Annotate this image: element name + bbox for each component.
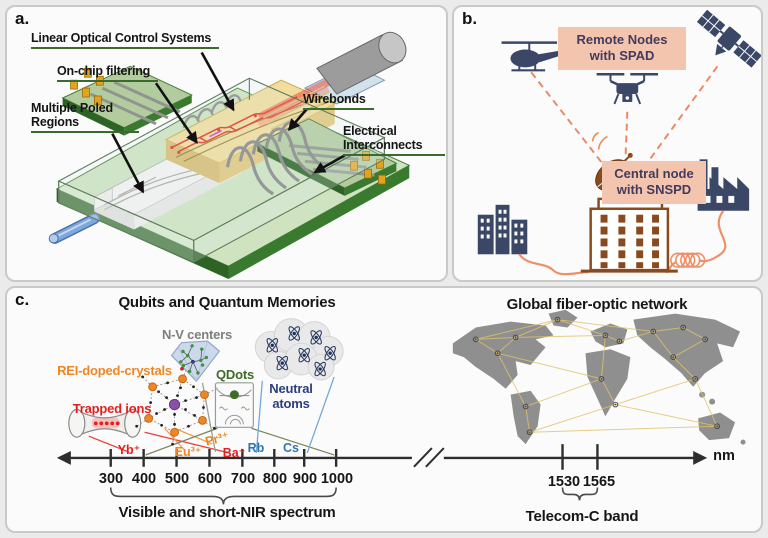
tick-300: 300	[98, 471, 124, 487]
visible-band-brace	[109, 487, 337, 505]
trapped-ions-label: Trapped ions	[72, 401, 152, 416]
atom-glyphs	[266, 326, 336, 377]
panel-c: c. Qubits and Quantum Memories Global fi…	[5, 286, 763, 533]
input-fiber	[48, 213, 100, 244]
tick-800: 800	[262, 471, 288, 487]
ion-ba-label: Ba⁺	[222, 446, 246, 460]
annotation-multiple-poled-regions: Multiple Poled Regions	[31, 101, 139, 133]
glass-enclosure	[57, 77, 386, 264]
annotation-electrical-interconnects: Electrical Interconnects	[343, 124, 445, 156]
world-map	[452, 309, 746, 445]
network-nodes	[472, 316, 721, 436]
annotation-on-chip-filtering: On-chip filtering	[57, 64, 159, 82]
ion-rb-label: Rb	[247, 441, 265, 455]
satellite-icon	[696, 9, 761, 68]
tick-400: 400	[131, 471, 157, 487]
annotation-wirebonds: Wirebonds	[303, 92, 374, 110]
tick-700: 700	[230, 471, 256, 487]
tick-900: 900	[292, 471, 318, 487]
panel-a-label: a.	[15, 9, 30, 28]
tick-1530: 1530	[547, 474, 581, 490]
panel-a: a.	[5, 5, 448, 282]
qdot-device-icon	[214, 382, 254, 428]
panel-b: b.	[452, 5, 763, 282]
ion-eu-label: Eu³⁺	[174, 445, 202, 459]
qubits-title: Qubits and Quantum Memories	[118, 294, 336, 311]
fiber-network-title: Global fiber-optic network	[506, 296, 688, 313]
ion-trap-icon	[68, 408, 142, 438]
axis-break	[413, 447, 445, 468]
ion-yb-label: Yb⁺	[117, 443, 141, 457]
tick-1000: 1000	[320, 471, 354, 487]
panel-b-label: b.	[462, 9, 478, 28]
annotation-arrows	[111, 51, 346, 194]
axis-unit-label: nm	[713, 448, 735, 464]
wavelength-axis	[56, 444, 708, 505]
wirebonds	[225, 120, 326, 196]
qdots-label: QDots	[215, 367, 254, 382]
tick-500: 500	[164, 471, 190, 487]
network-scene	[477, 9, 761, 276]
panel-c-label: c.	[15, 290, 30, 309]
telecom-band-label: Telecom-C band	[525, 508, 639, 525]
tick-1565: 1565	[582, 474, 616, 490]
pcb-wing-top-left	[61, 65, 193, 136]
spectrum-diagram	[56, 309, 746, 505]
telecom-band-brace	[561, 487, 599, 501]
central-node-label: Central node with SNSPD	[602, 161, 706, 204]
photonic-chip-illustration	[48, 31, 411, 280]
city-buildings-icon	[477, 204, 528, 255]
fiber-ferrule	[257, 31, 407, 131]
drone-icon	[596, 73, 659, 105]
fiber-coil-icon	[670, 252, 706, 268]
ion-cs-label: Cs	[283, 441, 299, 455]
tick-600: 600	[197, 471, 223, 487]
annotation-linear-optical-control: Linear Optical Control Systems	[31, 31, 220, 49]
network-links	[475, 319, 718, 433]
signal-waves-icon	[591, 131, 608, 150]
leader-lines	[88, 376, 335, 456]
atom-cloud-icon	[254, 318, 344, 381]
neutral-atoms-label: Neutral atoms	[269, 381, 313, 411]
rei-crystals-label: REI-doped-crystals	[57, 363, 172, 378]
nv-diamond-icon	[170, 340, 221, 383]
remote-nodes-label: Remote Nodes with SPAD	[558, 27, 686, 70]
helicopter-icon	[501, 41, 561, 72]
nv-centers-label: N-V centers	[161, 327, 233, 342]
visible-band-label: Visible and short-NIR spectrum	[118, 504, 336, 521]
